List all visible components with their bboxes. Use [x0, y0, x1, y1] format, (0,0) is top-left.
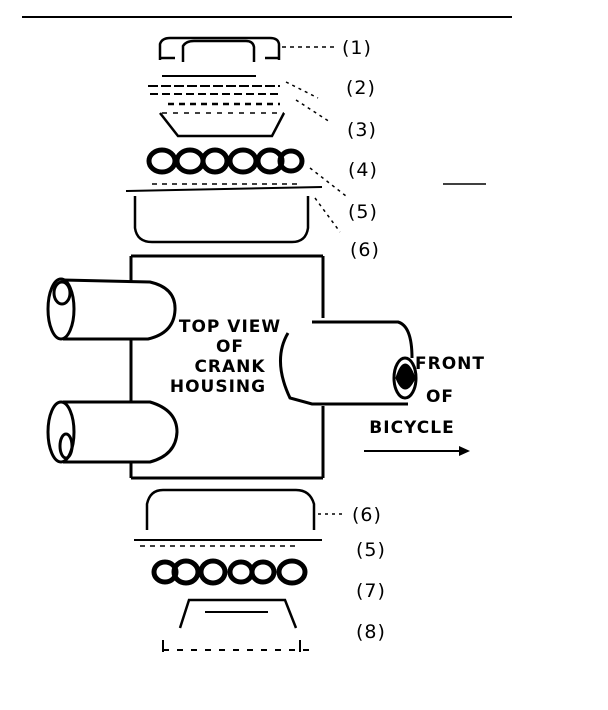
part-labels: (1) (2) (3) (4) (5) (6) (6) (5) (7) (8) [342, 37, 386, 643]
leader-5 [314, 197, 341, 233]
crank-housing [129, 254, 325, 480]
part-8-fixed-cone [162, 598, 310, 652]
label-part-1: (1) [342, 37, 372, 59]
label-part-7: (7) [356, 580, 386, 602]
label-part-6-bottom: (6) [352, 504, 382, 526]
direction-caption-line-3: BICYCLE [369, 418, 454, 438]
housing-caption: TOP VIEW OF CRANK HOUSING [170, 317, 281, 397]
housing-caption-line-4: HOUSING [170, 377, 266, 397]
part-7-ball-bearings [151, 558, 308, 586]
right-arrow-icon [364, 446, 470, 456]
label-part-5-bottom: (5) [356, 539, 386, 561]
part-2-washer [148, 75, 282, 95]
housing-caption-line-3: CRANK [194, 357, 265, 377]
label-part-4: (4) [348, 159, 378, 181]
lower-left-tube [46, 400, 179, 464]
leader-2 [285, 81, 319, 99]
part-6-bearing-cup-top [125, 183, 323, 244]
leader-4 [309, 167, 347, 197]
upper-left-tube [46, 277, 177, 341]
direction-caption: FRONT OF BICYCLE [369, 354, 485, 438]
label-part-3: (3) [347, 119, 377, 141]
part-4-ball-bearings [146, 147, 305, 175]
part-1-locknut [158, 36, 281, 62]
label-part-5: (5) [348, 201, 378, 223]
housing-caption-line-1: TOP VIEW [179, 317, 281, 337]
label-part-6: (6) [350, 239, 380, 261]
label-part-2: (2) [346, 77, 376, 99]
part-3-adjusting-cone [159, 102, 286, 138]
part-6-bearing-cup-bottom [134, 488, 322, 547]
housing-caption-line-2: OF [216, 337, 244, 357]
label-part-8: (8) [356, 621, 386, 643]
right-tube [278, 320, 418, 406]
direction-caption-line-1: FRONT [415, 354, 485, 374]
direction-caption-line-2: OF [426, 387, 454, 407]
